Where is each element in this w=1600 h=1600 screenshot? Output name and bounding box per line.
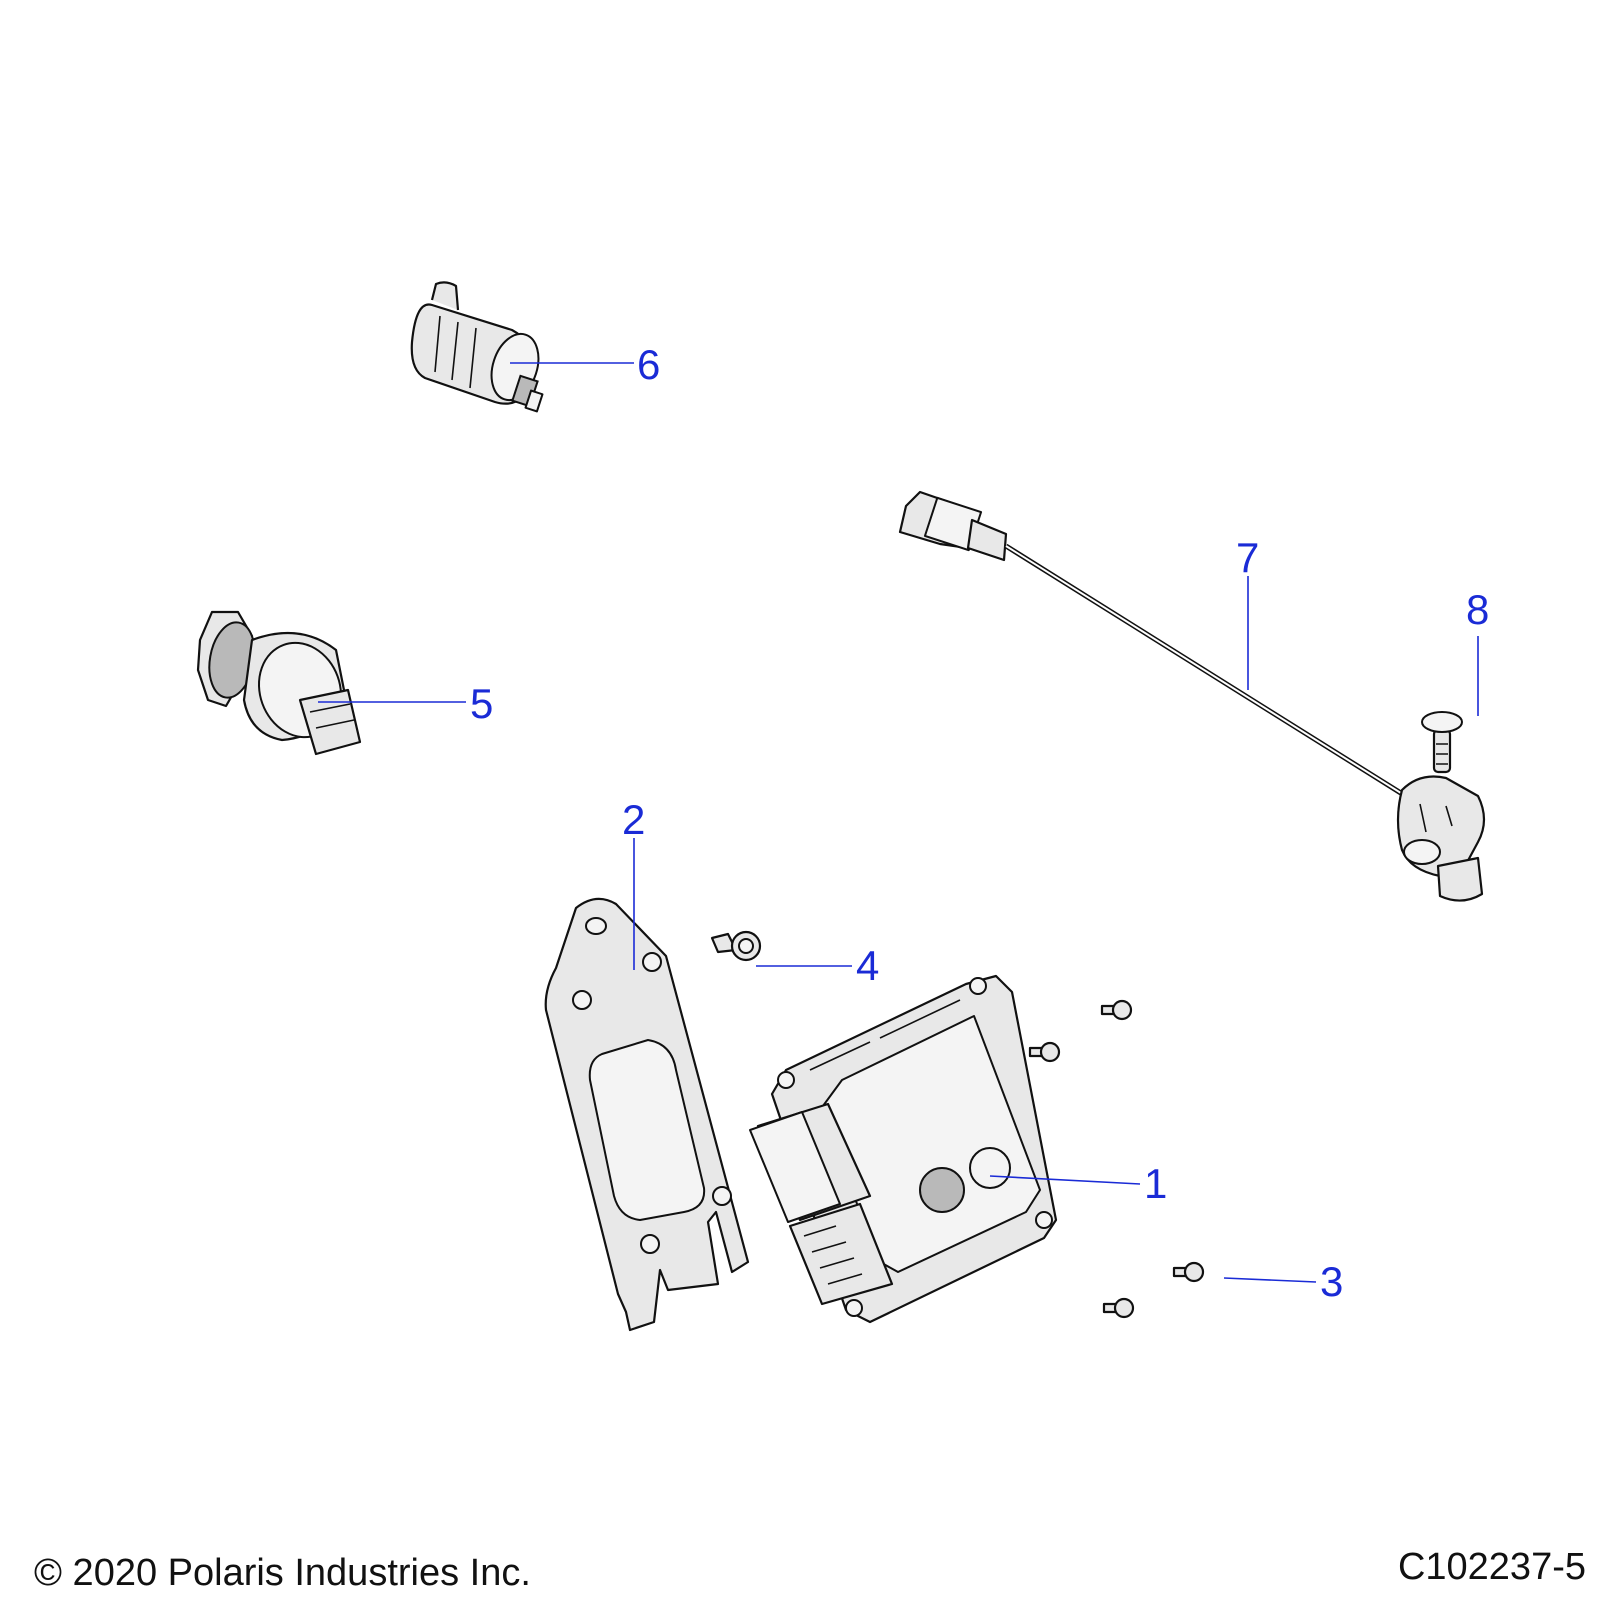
callout-7: 7 (1236, 534, 1259, 581)
callout-6: 6 (637, 341, 660, 388)
leader-1 (989, 1175, 1141, 1185)
part-2-bracket (544, 897, 750, 1332)
callouts: 6 5 7 8 2 4 1 3 (470, 341, 1489, 1305)
part-6-solenoid (410, 281, 544, 413)
diagram-id: C102237-5 (1397, 1546, 1586, 1588)
leader-lines (318, 362, 1479, 1283)
callout-3: 3 (1320, 1258, 1343, 1305)
leader-3 (1223, 1277, 1317, 1283)
part-7-cable-sensor (898, 490, 1486, 902)
part-4-fastener (710, 930, 762, 962)
part-3-screws (1028, 999, 1205, 1319)
part-8-bolt (1421, 711, 1463, 774)
part-5-sensor (196, 610, 362, 756)
callout-2: 2 (622, 796, 645, 843)
callout-5: 5 (470, 680, 493, 727)
callout-1: 1 (1144, 1160, 1167, 1207)
copyright-notice: © 2020 Polaris Industries Inc. (34, 1552, 531, 1594)
callout-4: 4 (856, 942, 879, 989)
callout-8: 8 (1466, 586, 1489, 633)
part-1-ecu (749, 974, 1058, 1324)
